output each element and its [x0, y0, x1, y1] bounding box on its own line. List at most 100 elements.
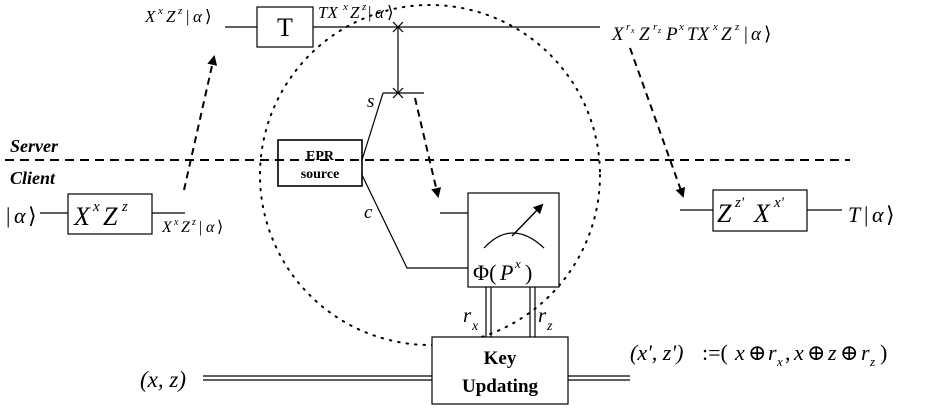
svg-text:Z: Z — [103, 202, 118, 231]
svg-text:Z: Z — [350, 3, 360, 22]
measure-label: Φ( P x ) — [473, 256, 532, 285]
svg-text:|: | — [199, 219, 202, 236]
svg-text:TX: TX — [687, 24, 711, 45]
t-gate-label: T — [277, 13, 293, 42]
top-right-state: X r x Z r z P x TX x Z z | α ⟩ — [611, 21, 771, 45]
svg-text:α: α — [193, 7, 203, 26]
svg-text:,: , — [785, 340, 791, 365]
svg-text:X: X — [753, 199, 771, 228]
svg-text:): ) — [880, 340, 887, 365]
svg-text:z: z — [657, 26, 662, 35]
svg-text:|: | — [6, 203, 10, 228]
svg-text:|: | — [368, 3, 371, 22]
svg-text:α: α — [14, 203, 26, 228]
svg-text:X: X — [161, 219, 173, 236]
client-label: Client — [10, 168, 56, 188]
key-label-2: Updating — [462, 376, 539, 397]
svg-text:z: z — [869, 354, 875, 369]
svg-text:r: r — [626, 21, 631, 33]
svg-text:r: r — [463, 303, 472, 327]
svg-text:x: x — [92, 199, 100, 215]
svg-text:(x', z'): (x', z') — [630, 340, 683, 365]
label-c: c — [364, 202, 373, 223]
svg-text:⟩: ⟩ — [764, 24, 771, 45]
teleport-region-circle — [259, 4, 601, 346]
svg-text:Z: Z — [181, 219, 191, 236]
meter-arc-icon — [483, 232, 545, 249]
svg-text:x: x — [342, 1, 348, 13]
svg-text:Z: Z — [166, 7, 176, 26]
measure-box — [467, 192, 560, 288]
after-t-state: TX x Z z | α ⟩ — [318, 1, 394, 22]
svg-text:⊕: ⊕ — [748, 340, 766, 365]
svg-text:r: r — [538, 303, 547, 327]
top-left-state: X x Z z | α ⟩ — [144, 5, 212, 26]
svg-text:z: z — [191, 217, 196, 228]
svg-text::=(: :=( — [702, 340, 728, 365]
label-s: s — [367, 91, 374, 112]
epr-label-1: EPR — [306, 149, 335, 164]
svg-text:z: z — [734, 21, 740, 33]
svg-text:⊕: ⊕ — [840, 340, 858, 365]
rz-label: r z — [538, 303, 553, 334]
svg-text:P: P — [665, 24, 678, 45]
svg-text:Φ(: Φ( — [473, 260, 496, 285]
svg-text:r: r — [861, 340, 870, 365]
svg-text:x: x — [793, 340, 804, 365]
svg-text:x: x — [630, 26, 635, 35]
t-alpha-output: T | α ⟩ — [848, 202, 895, 227]
svg-text:α: α — [375, 3, 385, 22]
meter-needle-icon — [511, 203, 544, 237]
svg-text:TX: TX — [318, 3, 338, 22]
svg-text:z: z — [827, 340, 837, 365]
svg-text:x: x — [712, 21, 718, 33]
svg-text:x: x — [471, 319, 479, 334]
server-label: Server — [10, 136, 59, 156]
svg-text:α: α — [872, 202, 884, 227]
svg-text:r: r — [653, 21, 658, 33]
svg-text:x: x — [678, 21, 684, 33]
key-in-label: (x, z) — [140, 367, 186, 392]
correction-label: Z z' X x' — [717, 195, 785, 228]
svg-text:X: X — [73, 202, 91, 231]
epr-source-box — [277, 139, 363, 187]
svg-text:x: x — [173, 217, 179, 228]
svg-text:T: T — [848, 202, 862, 227]
key-out-label: (x', z') :=( x ⊕ r x , x ⊕ z ⊕ r z ) — [630, 340, 887, 369]
xz-box — [67, 193, 153, 235]
alpha-input: | α ⟩ — [6, 203, 37, 228]
dashed-arrow-to-measure — [414, 97, 442, 198]
svg-text:X: X — [611, 24, 625, 45]
key-label-1: Key — [484, 348, 517, 369]
svg-text:|: | — [864, 202, 868, 227]
svg-text:z: z — [546, 319, 553, 334]
svg-text:|: | — [744, 24, 748, 45]
svg-text:z: z — [361, 1, 367, 13]
svg-text:⟩: ⟩ — [28, 203, 37, 228]
classical-rz-wire — [529, 287, 536, 337]
epr-label-2: source — [301, 167, 340, 182]
classical-rx-wire — [485, 287, 492, 337]
svg-text:⟩: ⟩ — [387, 3, 394, 22]
svg-text:α: α — [751, 24, 762, 45]
svg-text:Z: Z — [721, 24, 732, 45]
correction-box — [712, 189, 808, 232]
svg-text:r: r — [768, 340, 777, 365]
svg-text:α: α — [206, 219, 215, 236]
epr-wires — [361, 92, 469, 269]
svg-text:z: z — [177, 5, 183, 17]
key-out-wire — [568, 375, 630, 381]
svg-text:x: x — [776, 354, 783, 369]
swap-gate — [383, 21, 424, 99]
dashed-arrow-client-to-server — [183, 55, 218, 191]
svg-text:|: | — [186, 7, 189, 26]
key-in-wire — [203, 375, 432, 381]
svg-text:⟩: ⟩ — [205, 7, 212, 26]
svg-text:P: P — [499, 260, 513, 285]
svg-text:x': x' — [773, 195, 785, 211]
key-updating-box — [431, 336, 569, 405]
svg-text:⟩: ⟩ — [217, 219, 223, 236]
svg-text:z: z — [121, 199, 128, 215]
svg-text:Z: Z — [717, 199, 732, 228]
svg-text:z': z' — [734, 195, 745, 211]
